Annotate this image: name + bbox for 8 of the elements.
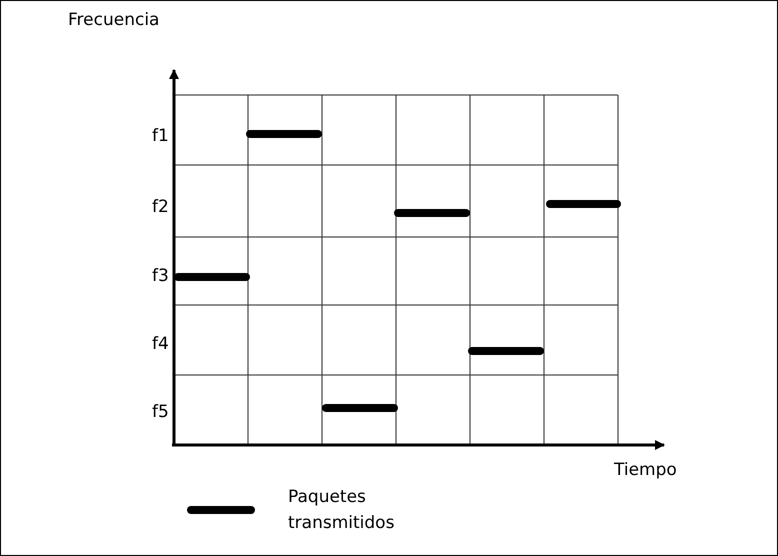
y-axis-label: Frecuencia: [68, 10, 160, 32]
frequency-label: f5: [152, 402, 169, 424]
frequency-label: f3: [152, 266, 169, 288]
frequency-label: f4: [152, 334, 169, 356]
frequency-label: f1: [152, 126, 169, 148]
x-axis-label: Tiempo: [614, 460, 677, 482]
legend-text: Paquetes transmitidos: [288, 486, 396, 535]
frequency-label: f2: [152, 197, 169, 218]
